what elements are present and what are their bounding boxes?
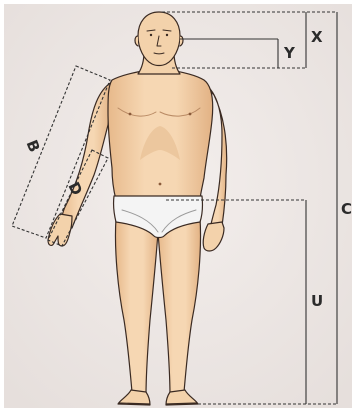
right-nipple (189, 113, 192, 116)
dim-label-u: U (311, 292, 323, 310)
navel (159, 183, 162, 186)
head (138, 12, 180, 66)
dim-label-x: X (311, 28, 323, 46)
right-eye (166, 34, 168, 36)
left-nipple (129, 113, 132, 116)
left-eye (150, 34, 152, 36)
dim-label-c: C (341, 200, 352, 218)
dim-label-y: Y (283, 44, 296, 62)
